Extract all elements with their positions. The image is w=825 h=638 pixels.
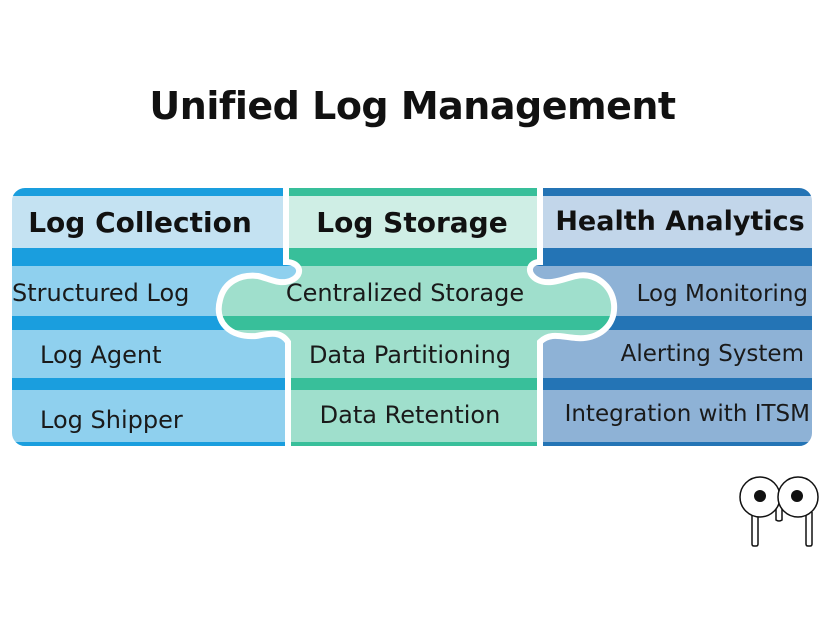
analytics-item: Log Monitoring bbox=[637, 281, 808, 307]
storage-header: Log Storage bbox=[316, 206, 507, 239]
collection-header: Log Collection bbox=[28, 206, 252, 239]
analytics-item: Integration with ITSM bbox=[565, 401, 810, 427]
storage-item: Centralized Storage bbox=[286, 279, 524, 307]
eyes-mascot-icon bbox=[739, 476, 819, 547]
page-title: Unified Log Management bbox=[149, 84, 676, 128]
storage-item: Data Retention bbox=[320, 401, 501, 429]
analytics-header-bg bbox=[529, 196, 812, 248]
collection-item: Log Shipper bbox=[40, 406, 183, 434]
analytics-row-bg bbox=[529, 390, 812, 442]
collection-row-bg bbox=[12, 390, 300, 442]
seam-right bbox=[527, 188, 618, 446]
analytics-header: Health Analytics bbox=[555, 206, 804, 237]
storage-item: Data Partitioning bbox=[309, 341, 511, 369]
diagram-frame bbox=[6, 182, 818, 452]
seam-left bbox=[215, 188, 303, 446]
collection-item: Structured Log bbox=[12, 279, 189, 307]
analytics-item: Alerting System bbox=[621, 341, 804, 367]
collection-item: Log Agent bbox=[40, 341, 162, 369]
collection-header-bg bbox=[12, 196, 300, 248]
